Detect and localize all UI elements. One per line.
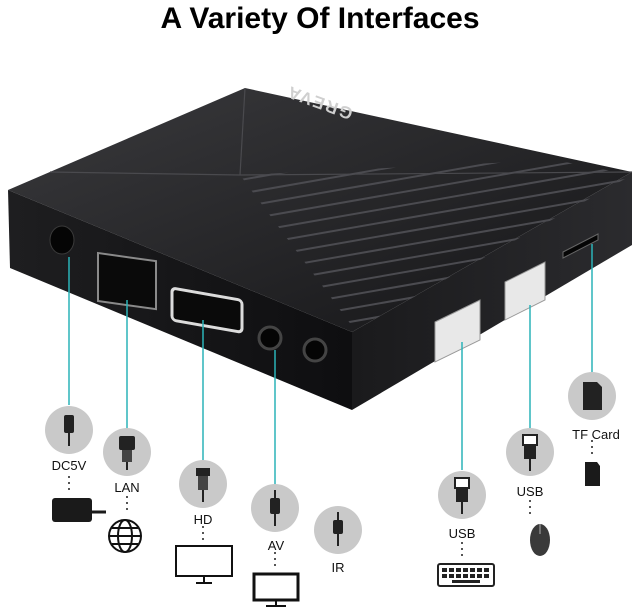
page-title: A Variety Of Interfaces [160,2,480,35]
tv-icon [252,572,300,607]
hdmi-plug-icon [179,460,227,508]
box-side [352,172,632,410]
port-label-av: AV [267,538,285,553]
box-top [8,88,632,332]
port-label-hd: HD [193,512,213,527]
tf-card-slot [562,233,599,259]
micro-sd-icon [585,462,600,486]
port-label-usb-1: USB [448,526,476,541]
power-adapter-icon [52,498,106,522]
ir-receiver-icon [314,506,362,554]
mouse-icon [530,524,550,556]
usb-plug-icon [506,428,554,476]
dc-plug-icon [45,406,93,454]
ethernet-plug-icon [103,428,151,476]
globe-icon [108,519,142,553]
keyboard-icon [437,563,495,587]
av-plug-icon [251,484,299,532]
dc-port [49,225,75,255]
port-label-ir: IR [331,560,345,575]
port-label-lan: LAN [114,480,140,495]
av-port [257,325,283,351]
ir-port [302,337,328,363]
sd-card-icon [568,372,616,420]
hdmi-port [170,287,244,334]
usb-port-2 [504,261,546,321]
port-label-usb-2: USB [516,484,544,499]
monitor-icon [175,545,233,584]
usb-plug-icon [438,471,486,519]
usb-port-1 [434,299,481,363]
tv-box [8,87,633,410]
port-label-tf-card: TF Card [572,427,620,442]
port-label-dc5v: DC5V [51,458,87,473]
connector-lines [68,244,593,485]
